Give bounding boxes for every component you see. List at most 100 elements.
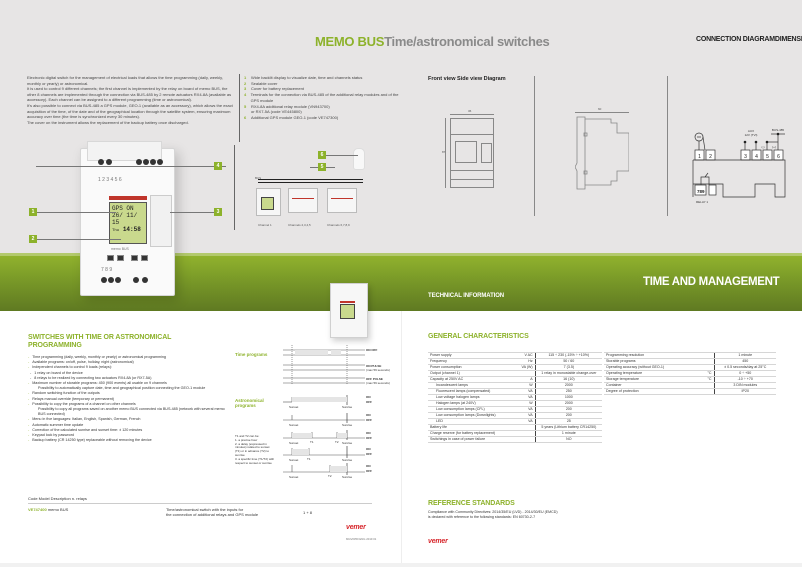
spec-value: 1 minute — [713, 352, 776, 359]
spec-unit: A — [519, 376, 536, 383]
spec-label: Operating temperature — [604, 370, 694, 377]
technical-information-label: TECHNICAL INFORMATION — [428, 293, 505, 299]
svg-text:Sunset: Sunset — [289, 458, 299, 462]
bullet-item: -1 relay on board of the device — [30, 370, 83, 375]
front-width-dimension: 36 — [468, 109, 472, 113]
front-height-dimension: 87 — [442, 150, 446, 154]
divider — [667, 76, 668, 216]
spec-unit — [694, 358, 714, 365]
svg-text:12V (TVI): 12V (TVI) — [745, 133, 758, 137]
svg-text:ON: ON — [366, 395, 371, 399]
spec-value: NO — [534, 436, 602, 443]
spec-value: 115 ÷ 230 (-15% ÷ +10%) — [534, 352, 602, 359]
side-view-drawing — [574, 113, 630, 191]
svg-text:ON: ON — [366, 447, 371, 451]
spec-label: Low consumption lamps (Downlights) — [428, 412, 520, 419]
device-display: GPS ON 26/ 11/ 15 Thu 14:58 — [109, 202, 147, 244]
spec-row: Operating accuracy (without GEO-1)± 0.5 … — [604, 364, 776, 371]
svg-text:Sunrise: Sunrise — [342, 441, 353, 445]
svg-text:OFF: OFF — [366, 452, 372, 456]
svg-text:OFF: OFF — [366, 400, 372, 404]
spec-label: Low voltage halogen lamps — [428, 394, 520, 401]
svg-text:Sunset: Sunset — [289, 475, 299, 479]
bus-line — [258, 179, 363, 180]
callout-3: 3 — [214, 208, 222, 216]
divider — [534, 76, 535, 216]
spec-label: Charge reserve (for battery replacement) — [428, 430, 520, 437]
svg-text:OFF: OFF — [366, 436, 372, 440]
spec-value: 200 — [534, 406, 602, 413]
product-code: VE747400 — [28, 507, 47, 512]
bus-label: BUS — [255, 176, 262, 180]
svg-text:OFF PULSE: OFF PULSE — [366, 377, 383, 381]
svg-text:4: 4 — [755, 154, 758, 160]
svg-text:(-): (-) — [762, 145, 765, 149]
memo-bus-module — [256, 188, 281, 216]
spec-value: 7 (3.5) — [534, 364, 602, 371]
spec-label: Output (channel 1) — [428, 370, 520, 377]
spec-unit: VA — [519, 394, 536, 401]
spec-label: Incandescent lamps — [428, 382, 520, 389]
bullet-item: -Maximum number of storable programs: 45… — [28, 381, 167, 386]
svg-text:RELAY 1: RELAY 1 — [696, 200, 708, 204]
svg-text:Sunrise: Sunrise — [342, 458, 353, 462]
spec-label: Programming resolution — [604, 352, 694, 359]
spec-value: 2000 — [534, 382, 602, 389]
spec-value: 1 relay in monostable change-over — [534, 370, 602, 377]
svg-text:T2: T2 — [328, 474, 332, 478]
spec-label: Degree of protection — [604, 388, 694, 395]
bullet-item: -Relays manual override (temporary or pe… — [28, 396, 115, 401]
spec-value: 25 — [534, 418, 602, 425]
code-table-header: Code Model Description n. relays — [28, 496, 87, 501]
page-title: MEMO BUSTime/astronomical switches — [315, 34, 550, 49]
spec-unit — [519, 430, 536, 437]
spec-unit: VA — [519, 406, 536, 413]
battery-cover — [150, 195, 172, 247]
code-table-row: VE747400 memo BUS — [28, 507, 68, 512]
intro-text: Electronic digital switch for the manage… — [27, 75, 237, 125]
spec-unit — [694, 388, 714, 395]
svg-text:BUS-485: BUS-485 — [772, 128, 785, 132]
spec-value: 250 — [534, 388, 602, 395]
svg-text:T2: T2 — [335, 440, 339, 444]
svg-text:Sunset: Sunset — [289, 405, 299, 409]
relay-count: 1 + 8 — [303, 510, 313, 515]
spec-label: Storable programs — [604, 358, 694, 365]
svg-text:(+): (+) — [772, 145, 776, 149]
spec-value: 200 — [534, 412, 602, 419]
section-title: TIME AND MANAGEMENT — [643, 276, 780, 288]
spec-value: 0 ÷ +50 — [713, 370, 776, 377]
side-width-dimension: 60 — [598, 107, 602, 111]
spec-unit: VA — [519, 388, 536, 395]
spec-label: Power consumption — [428, 364, 520, 371]
svg-text:3: 3 — [744, 154, 747, 160]
callout-5: 5 — [318, 163, 326, 171]
spec-unit — [519, 424, 536, 431]
bullet-item: -Keypad lock by password — [28, 433, 75, 438]
svg-text:6: 6 — [777, 154, 780, 160]
intro-paragraph: The cover on the instrument allows the r… — [27, 119, 189, 125]
spec-value: IP20 — [713, 388, 776, 395]
spec-unit — [694, 352, 714, 359]
spec-label: Battery life — [428, 424, 520, 431]
spec-label: Frequency — [428, 358, 520, 365]
switches-title: SWITCHES WITH TIME OR ASTRONOMICAL PROGR… — [28, 334, 172, 349]
spec-value: 16 (10) — [534, 376, 602, 383]
spec-unit — [694, 382, 714, 389]
wiring-diagram: 1 2 3 4 5 6 AUX 12V (TVI) BUS-485 (-) (+… — [683, 122, 798, 204]
spec-label: Container — [604, 382, 694, 389]
callout-2: 2 — [29, 235, 37, 243]
svg-text:5: 5 — [766, 154, 769, 160]
spec-value: 1 minute — [534, 430, 602, 437]
